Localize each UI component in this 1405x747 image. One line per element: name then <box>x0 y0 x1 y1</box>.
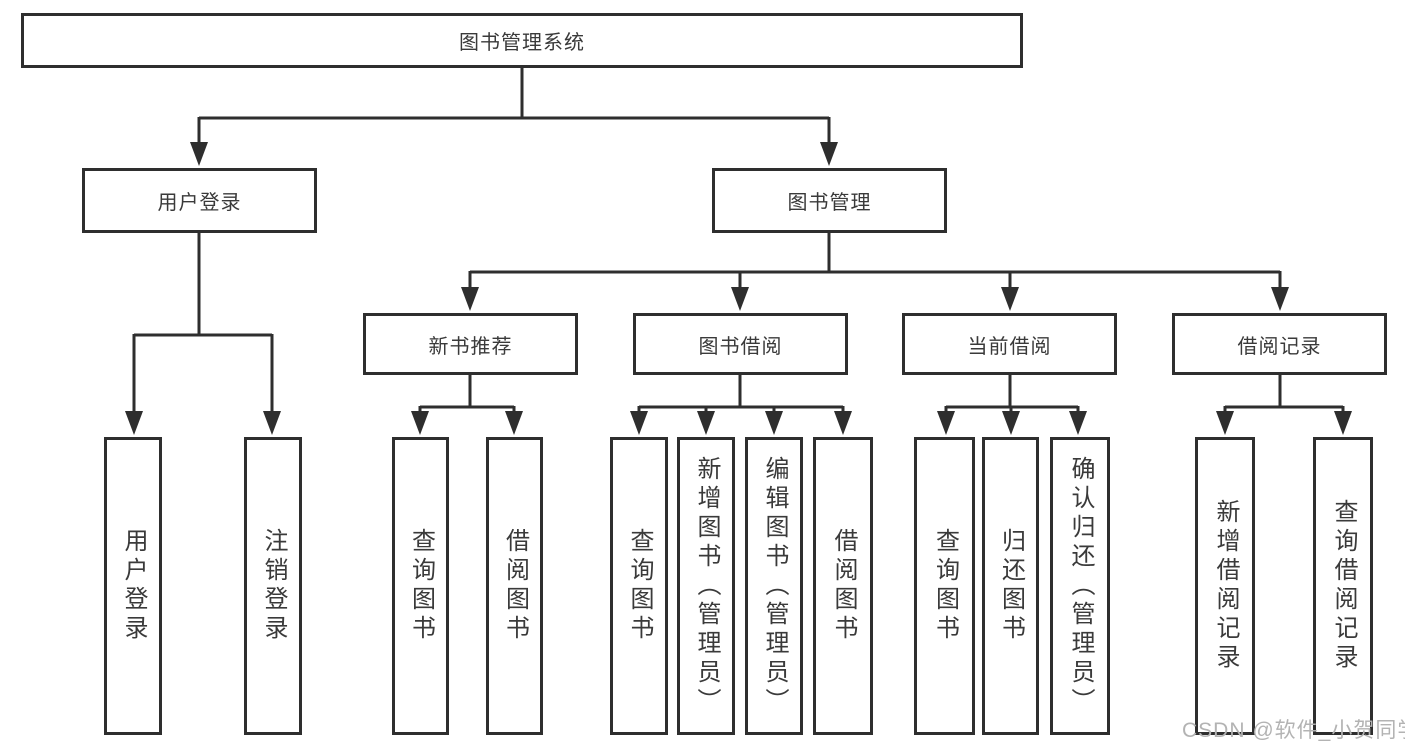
leaf-label: 新增借阅记录 <box>1212 499 1239 673</box>
leaf-recommend-query-books: 查询图书 <box>392 437 449 735</box>
node-user-login: 用户登录 <box>82 168 317 233</box>
node-borrow-records: 借阅记录 <box>1172 313 1387 375</box>
leaf-edit-book-admin: 编辑图书（管理员） <box>745 437 803 735</box>
leaf-label: 查询图书 <box>931 528 959 644</box>
node-new-book-recommend: 新书推荐 <box>363 313 578 375</box>
leaf-query-borrow-record: 查询借阅记录 <box>1313 437 1373 735</box>
node-label: 借阅记录 <box>1237 335 1322 358</box>
csdn-watermark: CSDN @软件_小贺同学 <box>1182 719 1405 742</box>
node-label: 图书管理 <box>787 192 872 214</box>
leaf-add-book-admin: 新增图书（管理员） <box>677 437 735 735</box>
node-current-borrow: 当前借阅 <box>902 313 1117 375</box>
leaf-confirm-return-admin: 确认归还（管理员） <box>1050 437 1110 735</box>
leaf-recommend-borrow-books: 借阅图书 <box>486 437 543 735</box>
leaf-logout-login: 注销登录 <box>244 437 302 735</box>
node-label: 用户登录 <box>157 192 242 214</box>
leaf-label: 新增图书（管理员） <box>693 455 720 717</box>
node-label: 图书借阅 <box>698 335 783 358</box>
node-book-management: 图书管理 <box>712 168 947 233</box>
leaf-label: 用户登录 <box>120 528 147 644</box>
node-library-management-system: 图书管理系统 <box>21 13 1023 68</box>
node-label: 当前借阅 <box>967 335 1052 358</box>
leaf-label: 编辑图书（管理员） <box>761 455 788 717</box>
node-label: 图书管理系统 <box>459 32 585 54</box>
leaf-label: 注销登录 <box>260 528 287 644</box>
leaf-label: 查询图书 <box>407 528 435 644</box>
leaf-add-borrow-record: 新增借阅记录 <box>1195 437 1255 735</box>
leaf-borrow-query-books: 查询图书 <box>610 437 668 735</box>
leaf-label: 借阅图书 <box>501 528 529 644</box>
leaf-user-login: 用户登录 <box>104 437 162 735</box>
leaf-borrow-borrow-books: 借阅图书 <box>813 437 873 735</box>
leaf-label: 确认归还（管理员） <box>1067 455 1094 717</box>
leaf-label: 查询图书 <box>626 528 653 644</box>
node-label: 新书推荐 <box>428 335 513 358</box>
leaf-label: 借阅图书 <box>830 528 857 644</box>
leaf-label: 查询借阅记录 <box>1330 499 1357 673</box>
leaf-current-query-books: 查询图书 <box>914 437 975 735</box>
leaf-label: 归还图书 <box>997 528 1025 644</box>
node-book-borrow: 图书借阅 <box>633 313 848 375</box>
leaf-return-book: 归还图书 <box>982 437 1039 735</box>
